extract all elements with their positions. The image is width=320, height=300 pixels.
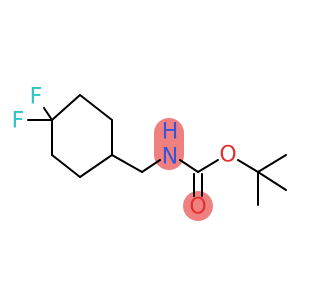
bond-ring-5 — [51, 154, 81, 178]
bond-ring-1 — [51, 94, 81, 121]
bond-tbu-me-lower-right — [257, 171, 287, 191]
bonds — [27, 94, 287, 206]
bond-tbu-me-right — [257, 154, 287, 173]
bond-ch2-n — [141, 159, 161, 173]
atom-f-upper: F — [30, 85, 43, 110]
atom-labels: F F H N O O — [12, 85, 237, 220]
atom-nh-nitrogen: N — [162, 145, 178, 170]
atom-highlights — [154, 118, 213, 221]
atom-nh-hydrogen: H — [162, 120, 179, 145]
bond-ring-4 — [79, 154, 113, 178]
bond-f-upper-c — [43, 107, 53, 121]
atom-carbonyl-oxygen: O — [189, 195, 206, 220]
atom-ester-oxygen: O — [219, 143, 236, 168]
bond-c-o-ester — [197, 159, 219, 173]
bond-ring-ch2 — [111, 154, 143, 173]
molecule-structure: F F H N O O — [12, 85, 287, 221]
carbonyl-o-highlight — [183, 191, 213, 221]
bond-n-c — [179, 159, 199, 173]
nh-highlight — [154, 118, 184, 170]
bond-ring-2 — [79, 94, 113, 121]
bond-o-tbu — [237, 159, 259, 173]
atom-f-lower: F — [12, 109, 25, 134]
